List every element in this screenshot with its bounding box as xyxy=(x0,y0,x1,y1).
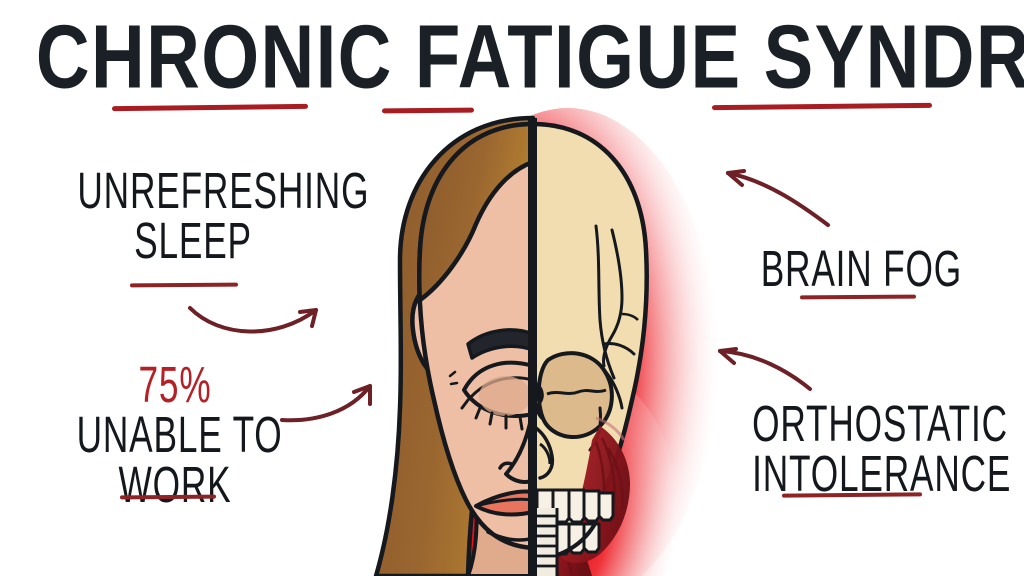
unrefreshing-sleep-label: UNREFRESHING SLEEP xyxy=(52,162,370,270)
orthostatic-intolerance-line1: ORTHOSTATIC xyxy=(752,396,1008,453)
unable-to-work-label: 75% UNABLE TO WORK xyxy=(55,356,295,514)
unrefreshing-sleep-underline xyxy=(129,282,239,288)
page-title: CHRONIC FATIGUE SYNDROME xyxy=(35,6,1024,107)
unable-to-work-underline xyxy=(119,494,217,500)
curved-arrow-to-skull-orthostatic xyxy=(718,347,812,391)
brain-fog-label: BRAIN FOG xyxy=(740,240,970,298)
brain-fog-line1: BRAIN FOG xyxy=(760,241,963,298)
unable-to-work-line1: UNABLE TO xyxy=(76,407,283,464)
unrefreshing-sleep-line2: SLEEP xyxy=(134,213,252,270)
unrefreshing-sleep-line1: UNREFRESHING xyxy=(77,163,370,220)
unable-to-work-line2: WORK xyxy=(118,457,232,514)
center-divider xyxy=(528,118,537,576)
face-left-half xyxy=(417,121,536,551)
page-title-block: CHRONIC FATIGUE SYNDROME xyxy=(0,7,1024,118)
brain-fog-underline xyxy=(799,294,917,300)
curved-arrow-to-skull-brain-fog xyxy=(726,169,830,227)
curved-arrow-to-face-sleep xyxy=(188,306,318,334)
split-face-skull-illustration xyxy=(300,108,720,576)
unable-to-work-stat: 75% xyxy=(138,357,212,414)
orthostatic-intolerance-label: ORTHOSTATIC INTOLERANCE xyxy=(726,395,1016,503)
curved-arrow-to-face-work xyxy=(280,384,372,423)
